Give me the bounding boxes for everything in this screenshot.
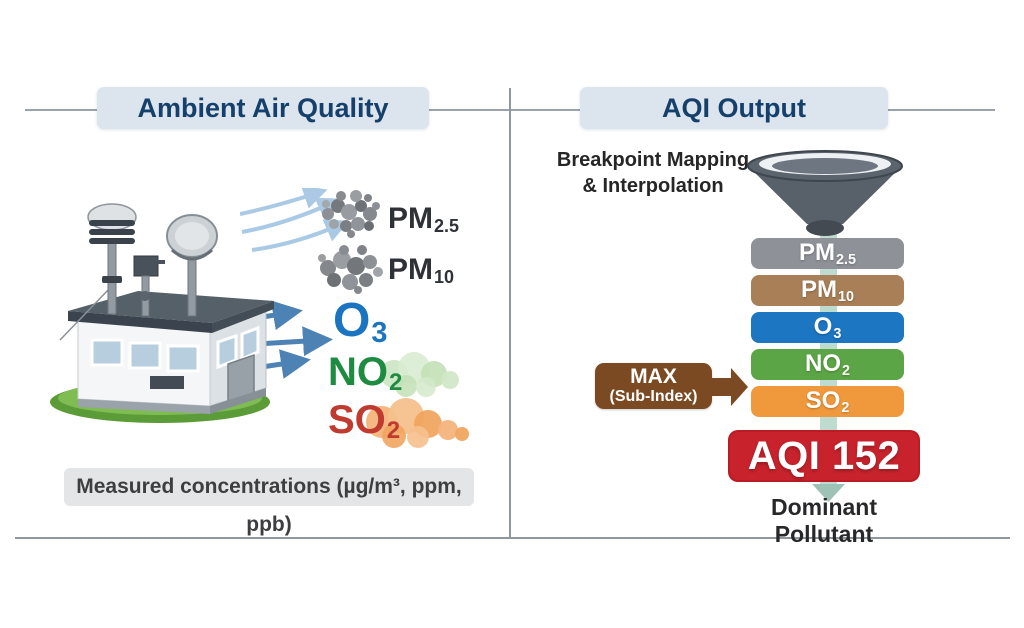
max-arrow-stem bbox=[710, 378, 733, 396]
right-panel-header: AQI Output bbox=[580, 87, 888, 129]
no2-gas-cloud-icon bbox=[376, 346, 462, 400]
bar-o3: O3 bbox=[751, 312, 904, 343]
label-no2: NO2 bbox=[328, 350, 403, 397]
dominant-pollutant-label: Dominant Pollutant bbox=[770, 494, 878, 547]
max-subindex-badge: MAX (Sub-Index) bbox=[595, 363, 712, 409]
so2-gas-cloud-icon bbox=[360, 392, 472, 452]
bar-o3-label: O3 bbox=[813, 313, 842, 342]
measured-concentrations-caption: Measured concentrations (µg/m³, ppm, ppb… bbox=[64, 468, 474, 536]
right-header-label: AQI Output bbox=[662, 93, 806, 123]
aqi-result-label: AQI 152 bbox=[747, 433, 901, 478]
monitoring-station-icon bbox=[42, 190, 307, 430]
label-pm10: PM10 bbox=[388, 253, 455, 287]
label-so2: SO2 bbox=[328, 398, 401, 445]
bottom-border-line bbox=[15, 537, 1010, 539]
bar-pm25: PM2.5 bbox=[751, 238, 904, 269]
aqi-result-badge: AQI 152 bbox=[728, 430, 920, 482]
left-header-label: Ambient Air Quality bbox=[137, 93, 389, 123]
max-arrow-icon bbox=[731, 368, 748, 406]
bar-so2-label: SO2 bbox=[805, 387, 850, 416]
pm25-particle-cluster-icon bbox=[316, 184, 386, 239]
panel-divider-line bbox=[509, 88, 511, 538]
funnel-icon bbox=[742, 142, 908, 238]
label-pm25: PM2.5 bbox=[388, 202, 460, 236]
bar-pm10-label: PM10 bbox=[800, 276, 854, 305]
bar-pm10: PM10 bbox=[751, 275, 904, 306]
left-panel-header: Ambient Air Quality bbox=[97, 87, 429, 129]
breakpoint-mapping-label: Breakpoint Mapping & Interpolation bbox=[556, 149, 750, 197]
bar-no2-label: NO2 bbox=[804, 350, 850, 379]
bar-no2: NO2 bbox=[751, 349, 904, 380]
label-o3: O3 bbox=[333, 294, 388, 350]
bar-pm25-label: PM2.5 bbox=[798, 239, 856, 268]
pm10-particle-cluster-icon bbox=[314, 240, 388, 295]
bar-so2: SO2 bbox=[751, 386, 904, 417]
